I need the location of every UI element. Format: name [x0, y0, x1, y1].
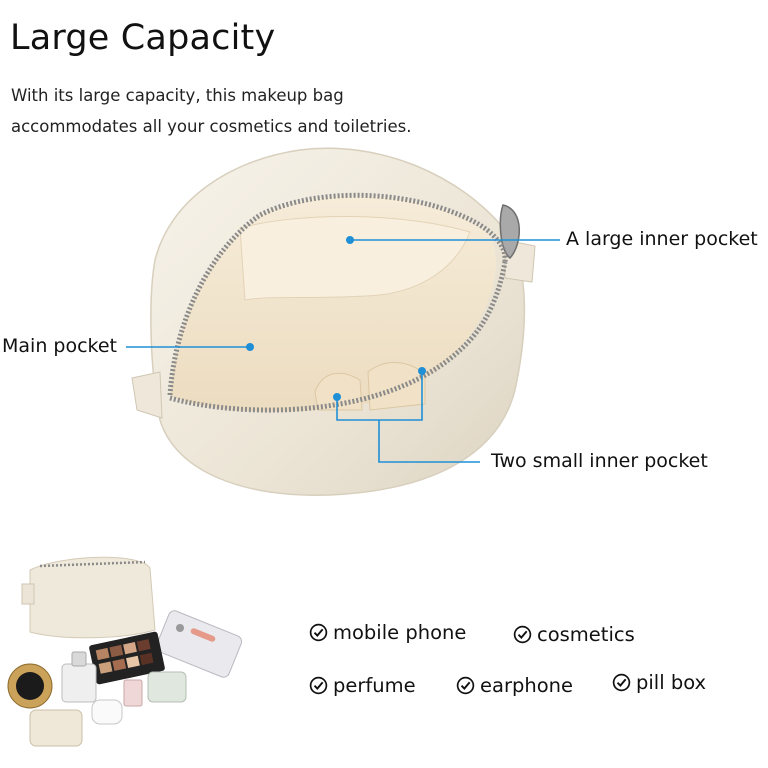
open-makeup-bag-image — [131, 147, 536, 496]
description-line-1: With its large capacity, this makeup bag — [11, 86, 344, 105]
feature-label: cosmetics — [537, 623, 635, 646]
check-circle-icon — [513, 625, 532, 644]
description-line-2: accommodates all your cosmetics and toil… — [11, 117, 412, 136]
check-circle-icon — [456, 676, 475, 695]
callout-dot-large-pocket — [346, 236, 354, 244]
feature-label: earphone — [480, 674, 573, 697]
callout-dot-small-pocket-1 — [333, 393, 341, 401]
check-circle-icon — [309, 623, 328, 642]
feature-label: perfume — [333, 674, 416, 697]
feature-pill-box: pill box — [612, 671, 706, 694]
page-title: Large Capacity — [10, 18, 276, 58]
feature-earphone: earphone — [456, 674, 573, 697]
callout-dot-small-pocket-2 — [418, 367, 426, 375]
callout-lines — [126, 236, 560, 463]
callout-large-inner-pocket: A large inner pocket — [566, 228, 758, 250]
bag-with-contents-image — [7, 556, 243, 747]
feature-mobile-phone: mobile phone — [309, 621, 466, 644]
feature-label: pill box — [636, 671, 707, 694]
callout-dot-main-pocket — [246, 343, 254, 351]
callout-small-inner-pocket: Two small inner pocket — [491, 450, 708, 472]
feature-cosmetics: cosmetics — [513, 623, 635, 646]
feature-label: mobile phone — [333, 621, 467, 644]
check-circle-icon — [309, 676, 328, 695]
callout-main-pocket: Main pocket — [2, 335, 117, 357]
check-circle-icon — [612, 673, 631, 692]
feature-perfume: perfume — [309, 674, 416, 697]
